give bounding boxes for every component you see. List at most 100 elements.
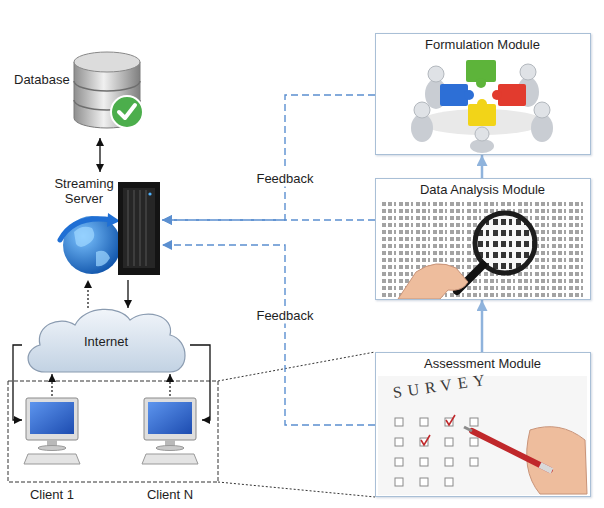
feedback-connector: [162, 219, 375, 220]
client-node: Client N: [140, 396, 202, 504]
binary-magnifier-art: [382, 202, 584, 206]
team-puzzle-art: [464, 90, 474, 100]
node-label: Internet: [26, 334, 186, 349]
cloud-node: Internet: [22, 308, 190, 374]
node-label: Client 1: [22, 487, 82, 502]
team-puzzle-art: [428, 66, 444, 82]
computer-icon: [142, 454, 198, 464]
globe-icon: [74, 227, 94, 247]
flow-arrow: [481, 300, 484, 352]
binary-magnifier-art: [470, 241, 540, 247]
globe-icon: [96, 251, 110, 266]
module-title: Assessment Module: [376, 356, 589, 371]
survey-art: [421, 435, 430, 445]
database-icon: [74, 52, 143, 128]
survey-art: [464, 427, 472, 431]
database-icon: [74, 52, 140, 72]
computer-icon: [144, 398, 196, 440]
feedback-connector: [162, 95, 375, 220]
team-puzzle-art: [492, 90, 502, 100]
server-tower: [118, 182, 160, 275]
computer-icon: [156, 446, 184, 451]
survey-art: [470, 438, 478, 446]
survey-art: [540, 465, 552, 471]
binary-magnifier-art: [382, 272, 584, 276]
survey-art: [470, 458, 478, 466]
flow-arrow: [99, 138, 100, 172]
survey-art: [445, 438, 453, 446]
survey-art: [420, 418, 428, 426]
client-node: Client 1: [22, 396, 84, 504]
survey-art: [445, 458, 453, 466]
computer-icon: [148, 402, 192, 434]
database-icon: [119, 105, 135, 118]
team-puzzle-art: [414, 102, 430, 118]
computer-icon: [38, 446, 66, 451]
survey-art: [395, 478, 403, 486]
database-icon: [74, 81, 140, 91]
team-puzzle-art: [475, 127, 489, 141]
team-puzzle-art: [440, 84, 468, 106]
binary-magnifier-art: [382, 204, 584, 299]
server-tower: [148, 192, 151, 195]
survey-art: [472, 431, 550, 470]
feedback-connector: [162, 245, 375, 425]
node-label: Client N: [140, 487, 200, 502]
team-puzzle-art: [411, 60, 553, 153]
team-puzzle-art: [498, 84, 526, 106]
database-icon: [111, 96, 143, 128]
team-puzzle-art: [534, 102, 550, 118]
computer-icon: [30, 402, 74, 434]
flow-arrow: [481, 155, 484, 178]
binary-magnifier-art: [398, 264, 468, 299]
server-tower: [127, 190, 129, 266]
module-title: Data Analysis Module: [376, 182, 589, 197]
globe-icon: [60, 219, 112, 240]
survey-art: [446, 415, 455, 425]
server-tower: [133, 190, 135, 266]
node-label: Streaming Server: [52, 176, 116, 206]
server-tower: [139, 190, 141, 266]
survey-art: [445, 478, 453, 486]
flow-arrow: [51, 374, 52, 396]
flow-arrow: [127, 280, 128, 308]
survey-art: [395, 438, 403, 446]
computer-icon: [26, 398, 78, 440]
survey-art: [470, 418, 478, 426]
module-title: Formulation Module: [376, 37, 589, 52]
survey-art: [420, 458, 428, 466]
survey-art: [420, 478, 428, 486]
client-group-frame: [8, 381, 218, 482]
flow-arrow: [87, 280, 88, 308]
server-tower: [123, 188, 155, 268]
module-box: Data Analysis Module: [375, 178, 591, 300]
zoom-leader: [218, 352, 375, 381]
globe-icon: [60, 213, 121, 274]
server-node: Streaming Server: [50, 172, 162, 280]
team-puzzle-art: [476, 78, 486, 88]
zoom-leader: [218, 482, 375, 497]
flow-arrow: [169, 374, 170, 396]
binary-magnifier-art: [470, 230, 540, 236]
client-group-frame: [8, 381, 218, 482]
node-label: Database: [14, 72, 76, 87]
survey-art: [395, 458, 403, 466]
team-puzzle-art: [477, 99, 487, 109]
binary-magnifier-art: [382, 230, 584, 234]
edge-label: Feedback: [253, 307, 316, 324]
survey-art: [395, 418, 403, 426]
server-tower: [145, 190, 147, 266]
database-node: Database: [12, 48, 142, 138]
module-box: Formulation Module: [375, 33, 591, 155]
computer-icon: [24, 454, 80, 464]
flow-arrow: [190, 345, 210, 420]
survey-art: [395, 418, 478, 486]
computer-icon: [24, 398, 80, 464]
edge-label: Feedback: [253, 170, 316, 187]
flow-arrow: [13, 345, 22, 420]
computer-icon: [142, 398, 198, 464]
server-tower: [118, 182, 160, 275]
survey-heading: SURVEY: [392, 370, 492, 402]
